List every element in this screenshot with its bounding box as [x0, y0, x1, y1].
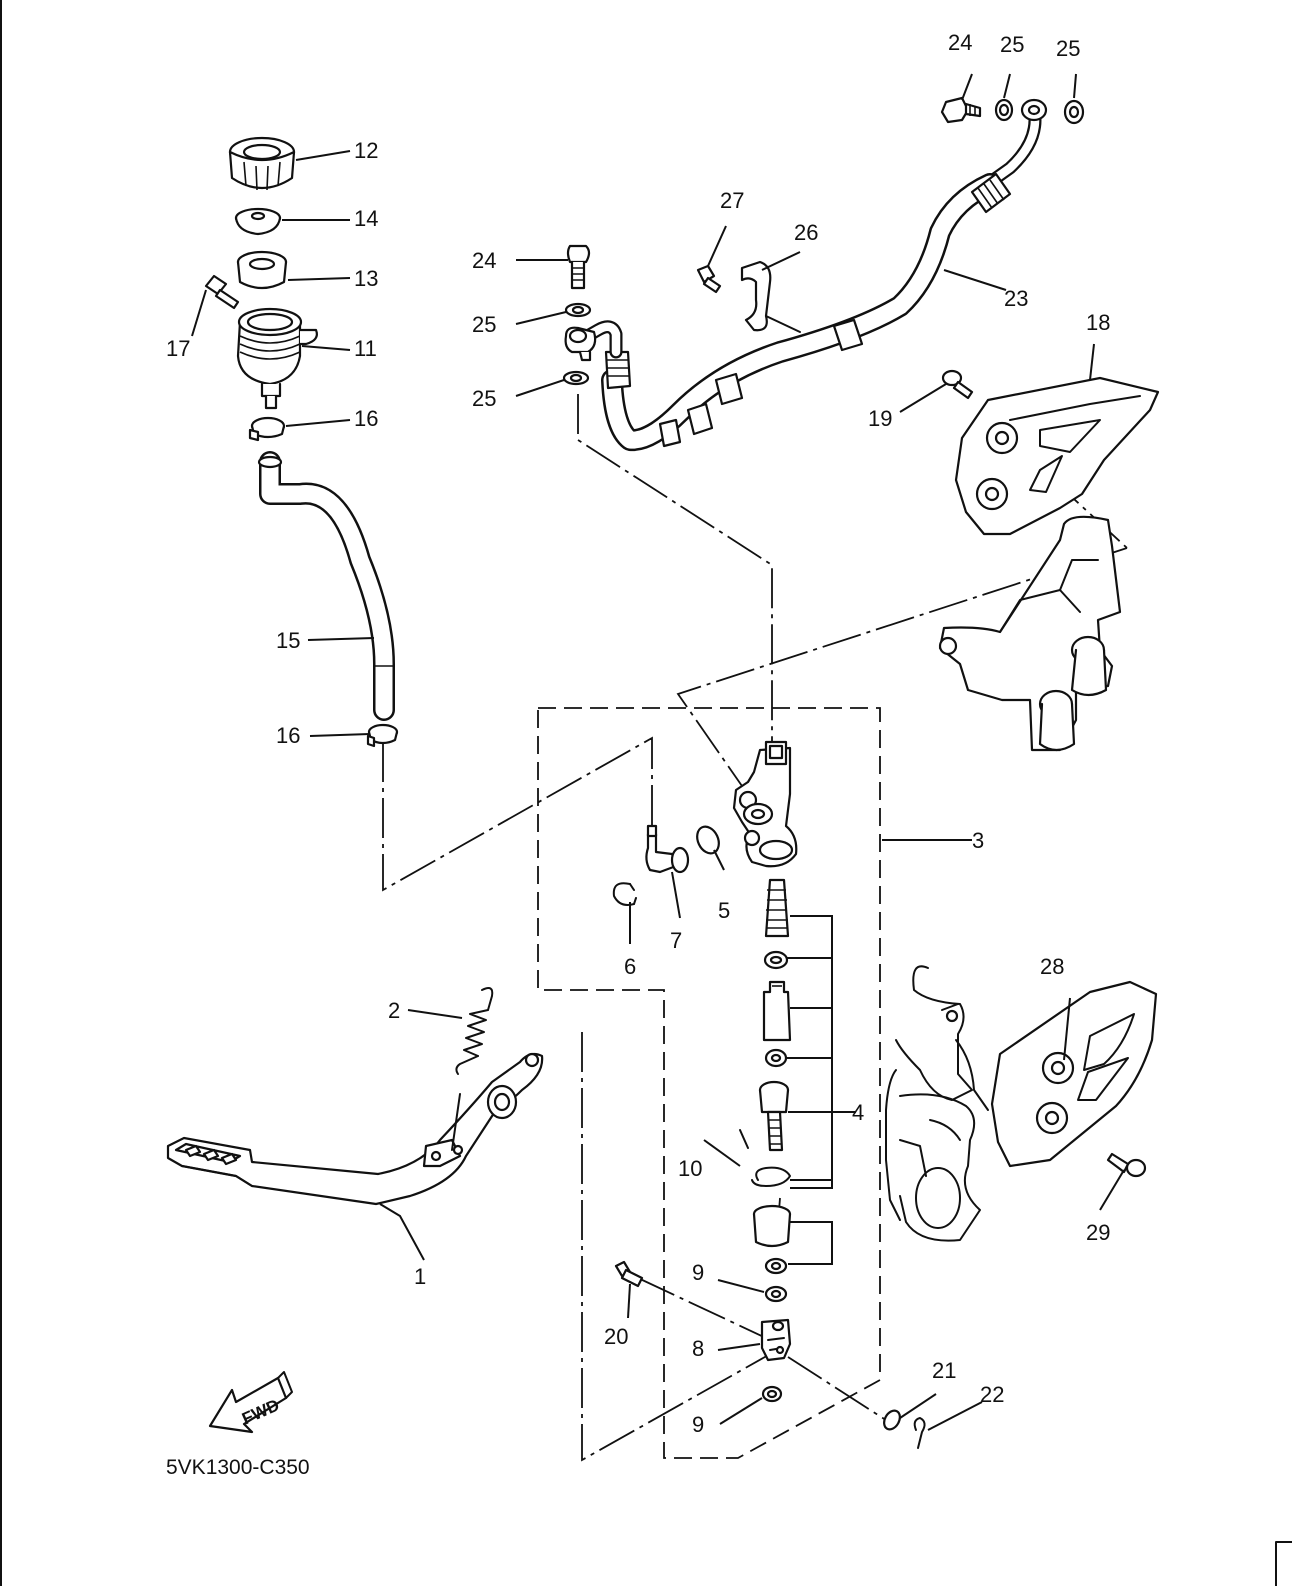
assembly-3-outline: [537, 707, 881, 1459]
callout-18: 18: [1086, 310, 1110, 335]
washer-9-upper: [764, 1285, 788, 1303]
callout-25-top-b: 25: [1056, 36, 1080, 61]
reference-lines: [382, 394, 1128, 1462]
hose-clip-16-upper: [248, 416, 286, 442]
reservoir-tank-11: [236, 307, 318, 410]
hose-clamp-26: [740, 260, 801, 333]
callout-25-left-a: 25: [472, 312, 496, 337]
callout-9-lower: 9: [692, 1412, 704, 1437]
hose-clip-16-lower: [366, 723, 399, 748]
callout-11: 11: [354, 336, 377, 361]
callout-28: 28: [1040, 954, 1064, 979]
reservoir-hose-15: [257, 451, 395, 721]
callout-25-top-a: 25: [1000, 32, 1024, 57]
bolt-19: [941, 369, 974, 400]
washer-9-lower: [761, 1385, 783, 1403]
pin-20: [614, 1260, 644, 1288]
piston-kit-4: [751, 878, 792, 1275]
fwd-arrow-icon: FWD: [208, 1371, 293, 1434]
clevis-8: [760, 1318, 792, 1362]
diaphragm-13: [236, 250, 288, 290]
union-bolt-24-top: [940, 96, 982, 124]
callout-24-left: 24: [472, 248, 496, 273]
banjo-fitting-upper: [1020, 98, 1048, 122]
o-ring-5: [696, 825, 720, 855]
hose-joint-7: [645, 824, 690, 874]
banjo-fitting-lower: [564, 326, 597, 362]
callout-29: 29: [1086, 1220, 1110, 1245]
callout-24-top: 24: [948, 30, 972, 55]
callout-5: 5: [718, 898, 730, 923]
heel-plate-28: [990, 980, 1158, 1168]
pedal-pivot-bracket: [938, 515, 1122, 752]
callout-15: 15: [276, 628, 300, 653]
frame-bracket: [885, 965, 989, 1242]
callout-17: 17: [166, 336, 190, 361]
callout-19: 19: [868, 406, 892, 431]
callout-3: 3: [972, 828, 984, 853]
brake-pedal-1: [166, 1052, 544, 1206]
callout-9-upper: 9: [692, 1260, 704, 1285]
callout-16-upper: 16: [354, 406, 378, 431]
callout-25-left-b: 25: [472, 386, 496, 411]
callout-14: 14: [354, 206, 378, 231]
callout-21: 21: [932, 1358, 956, 1383]
callout-6: 6: [624, 954, 636, 979]
callout-23: 23: [1004, 286, 1028, 311]
callout-13: 13: [354, 266, 378, 291]
callout-2: 2: [388, 998, 400, 1023]
bracket-18: [954, 376, 1160, 536]
master-cylinder-body: [732, 740, 798, 868]
diaphragm-holder-14: [234, 207, 282, 236]
callout-4: 4: [852, 1100, 864, 1125]
pin-10: [739, 1129, 749, 1149]
brake-hose-23: [577, 103, 1042, 452]
callout-10: 10: [678, 1156, 702, 1181]
callout-22: 22: [980, 1382, 1004, 1407]
callout-16-lower: 16: [276, 723, 300, 748]
callout-8: 8: [692, 1336, 704, 1361]
callout-7: 7: [670, 928, 682, 953]
callout-1: 1: [414, 1264, 426, 1289]
return-spring-2: [451, 987, 494, 1151]
union-bolt-24-left: [566, 244, 591, 290]
cotter-pin-22: [913, 1417, 926, 1449]
bolt-17: [204, 274, 240, 310]
bolt-29: [1106, 1152, 1147, 1178]
copper-washers-25: [562, 98, 1085, 386]
callout-labels: 12 14 13 11 16 17 15 16 24 25 25 24 25 2…: [166, 30, 1110, 1479]
callout-12: 12: [354, 138, 378, 163]
washer-21: [883, 1409, 901, 1431]
callout-27: 27: [720, 188, 744, 213]
bolt-27: [696, 264, 722, 294]
frame-corner-mark: [1275, 1541, 1292, 1587]
leader-lines: [191, 73, 1125, 1431]
circlip-6: [612, 882, 637, 906]
reservoir-cap-12: [228, 136, 296, 191]
diagram-code: 5VK1300-C350: [166, 1456, 310, 1479]
callout-26: 26: [794, 220, 818, 245]
callout-20: 20: [604, 1324, 628, 1349]
